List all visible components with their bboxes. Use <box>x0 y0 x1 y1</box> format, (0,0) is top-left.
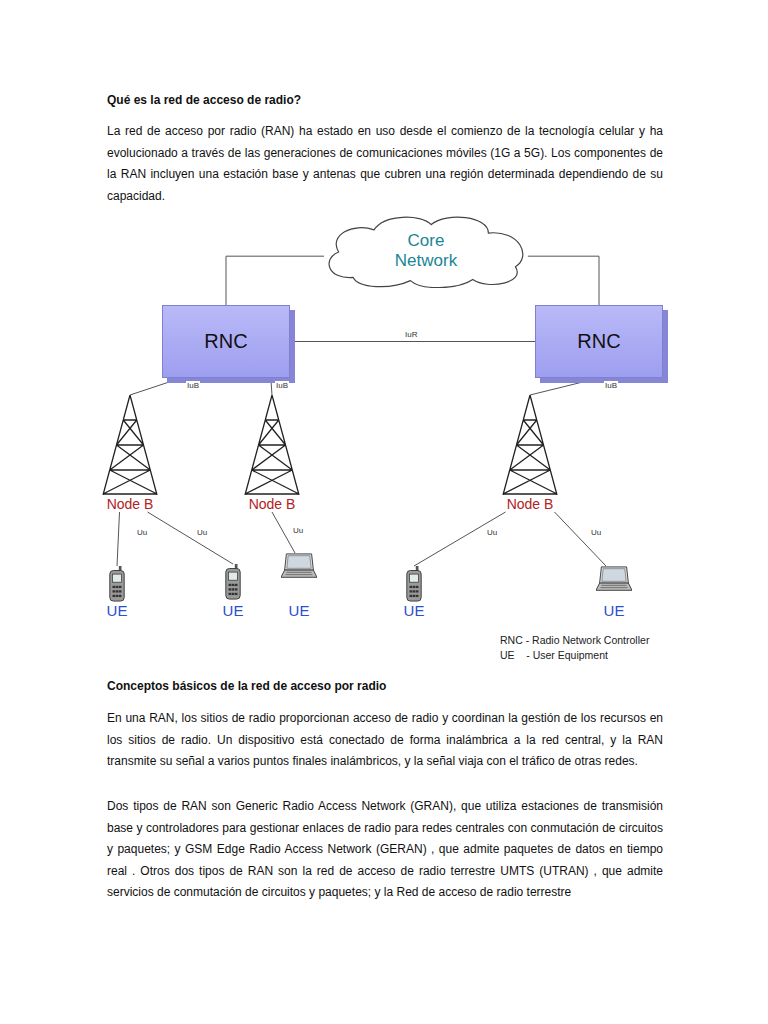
device-label: Node B <box>107 496 154 512</box>
laptop-computer: UE <box>279 553 319 619</box>
mobile-phone: UE <box>217 564 250 619</box>
link-line <box>555 512 607 566</box>
interface-label: IuB <box>186 381 200 390</box>
link-line <box>130 378 181 395</box>
phone-icon <box>405 566 423 602</box>
network-name: Core Network <box>379 231 474 271</box>
tower-icon <box>237 395 307 495</box>
phone-icon <box>108 566 126 602</box>
device-label: Node B <box>249 496 296 512</box>
interface-label: IuB <box>604 381 618 390</box>
interface-label: IuR <box>404 330 418 339</box>
body-paragraph: En una RAN, los sitios de radio proporci… <box>107 708 663 773</box>
link-line <box>226 256 324 305</box>
base-station-tower: Node B <box>237 395 307 512</box>
laptop-icon <box>596 566 632 593</box>
interface-label: IuB <box>275 381 289 390</box>
controller-box: RNC <box>535 305 663 378</box>
interface-label: Uu <box>486 528 498 537</box>
box-label: RNC <box>196 330 255 353</box>
link-line <box>530 378 599 395</box>
interface-label: Uu <box>136 528 148 537</box>
tower-icon <box>495 395 565 495</box>
base-station-tower: Node B <box>495 395 565 512</box>
body-paragraph: La red de acceso por radio (RAN) ha esta… <box>107 121 663 207</box>
link-line <box>148 512 234 564</box>
device-label: UE <box>404 602 425 619</box>
mobile-phone: UE <box>101 566 134 619</box>
device-label: UE <box>107 602 128 619</box>
interface-label: Uu <box>292 526 304 535</box>
link-line <box>414 512 506 566</box>
interface-label: Uu <box>590 528 602 537</box>
link-line <box>528 256 599 305</box>
box-label: RNC <box>569 330 628 353</box>
link-line <box>290 341 535 342</box>
laptop-computer: UE <box>594 566 634 619</box>
phone-icon <box>224 564 242 600</box>
device-label: Node B <box>507 496 554 512</box>
interface-label: Uu <box>196 528 208 537</box>
tower-icon <box>95 395 165 495</box>
mobile-phone: UE <box>398 566 431 619</box>
key-line: RNC - Radio Network Controller <box>500 633 700 647</box>
key-line: UE - User Equipment <box>500 648 700 662</box>
controller-box: RNC <box>162 305 290 378</box>
link-line <box>117 512 120 566</box>
link-line <box>271 378 272 395</box>
core-network-cloud: Core Network <box>322 214 530 288</box>
device-label: UE <box>604 602 625 619</box>
section-heading: Qué es la red de acceso de radio? <box>107 90 663 112</box>
device-label: UE <box>223 602 244 619</box>
laptop-icon <box>281 553 317 580</box>
body-paragraph: Dos tipos de RAN son Generic Radio Acces… <box>107 796 663 904</box>
base-station-tower: Node B <box>95 395 165 512</box>
section-heading: Conceptos básicos de la red de acceso po… <box>107 676 663 698</box>
device-label: UE <box>289 602 310 619</box>
